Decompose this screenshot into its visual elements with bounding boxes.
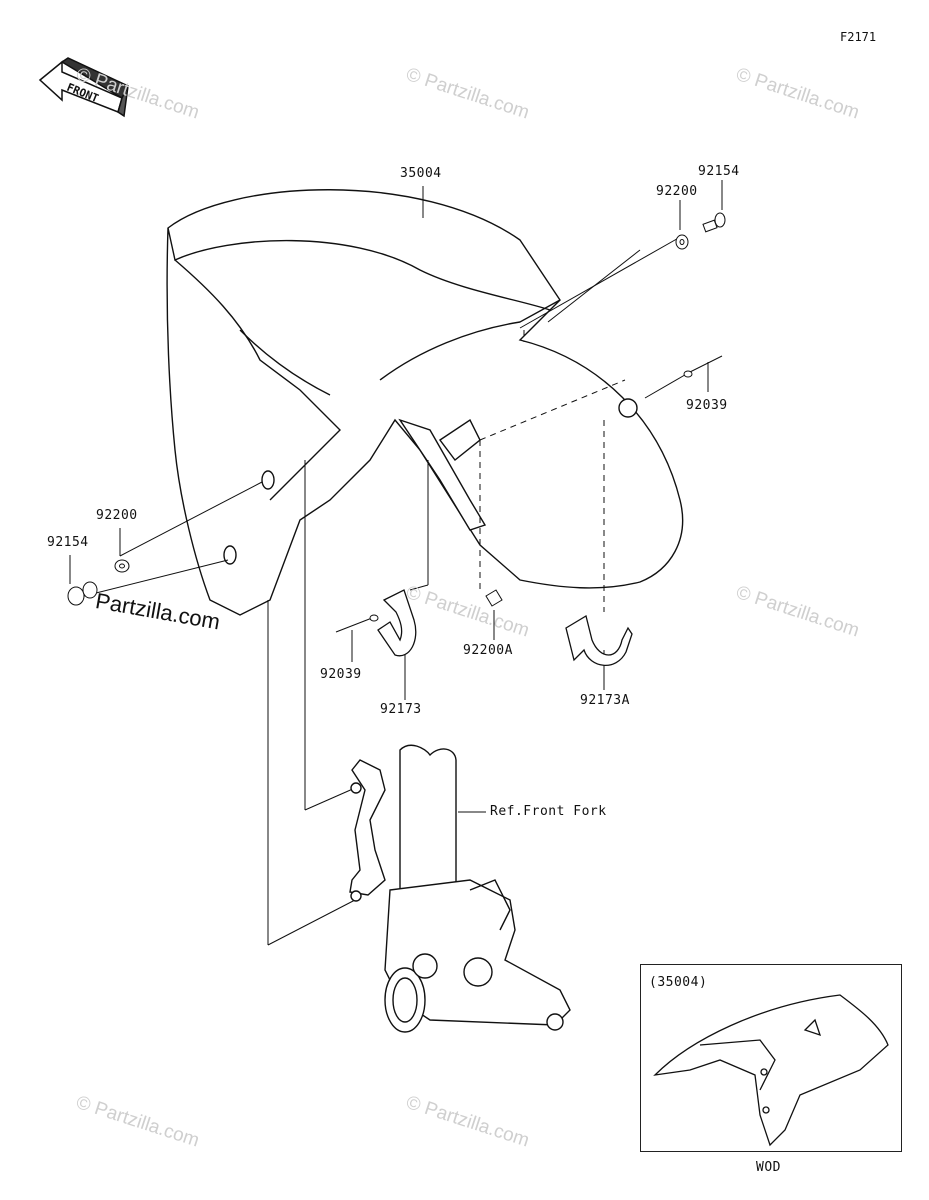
part-label-92039-left: 92039	[320, 667, 362, 682]
front-arrow-icon	[38, 57, 130, 118]
bolt-92154-top-icon	[702, 212, 726, 233]
inset-caption: WOD	[756, 1160, 781, 1175]
figure-id: F2171	[840, 30, 877, 44]
part-label-92200-top: 92200	[656, 184, 698, 199]
inset-variant-box: (35004)	[640, 964, 902, 1152]
part-label-92200-left: 92200	[96, 508, 138, 523]
ref-front-fork-label: Ref.Front Fork	[490, 804, 607, 819]
part-label-92200A: 92200A	[463, 643, 513, 658]
inset-fender-wod	[653, 994, 889, 1147]
hidden-lines	[479, 330, 626, 612]
bolt-92154-left-icon	[67, 581, 98, 606]
part-label-92154-top: 92154	[698, 164, 740, 179]
inset-title: (35004)	[649, 975, 708, 990]
part-label-92173: 92173	[380, 702, 422, 717]
part-label-92039-right: 92039	[686, 398, 728, 413]
clamp-92173-icon	[377, 589, 417, 657]
front-fork-reference	[349, 744, 571, 1033]
clamp-92173A-icon	[565, 614, 633, 666]
washer-92200-top-icon	[675, 234, 689, 250]
clip-92200A-icon	[485, 589, 503, 607]
part-label-35004: 35004	[400, 166, 442, 181]
part-label-92154-left: 92154	[47, 535, 89, 550]
front-fender	[166, 189, 684, 616]
rivet-92039-right-icon	[683, 355, 723, 378]
part-label-92173A: 92173A	[580, 693, 630, 708]
washer-92200-left-icon	[114, 559, 130, 573]
rivet-92039-left-icon	[335, 614, 379, 633]
